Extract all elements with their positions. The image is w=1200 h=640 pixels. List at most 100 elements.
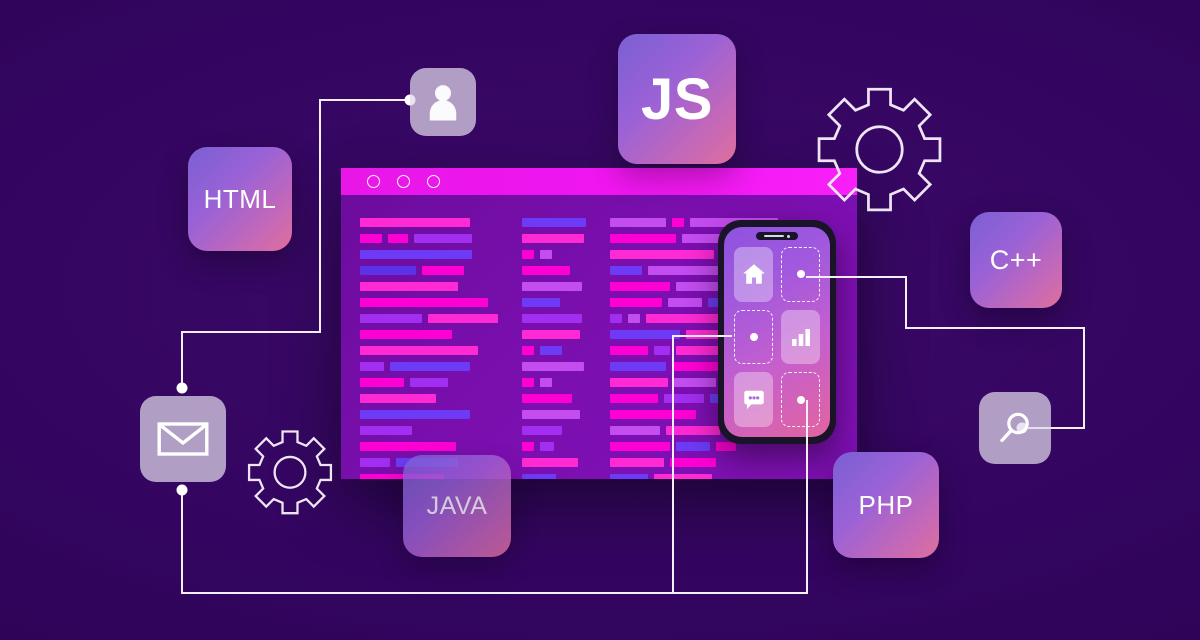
tile-php[interactable]: PHP (833, 452, 939, 558)
code-segment (360, 458, 390, 467)
code-segment (610, 298, 662, 307)
gear-icon (817, 87, 942, 212)
code-segment (540, 442, 554, 451)
code-segment (610, 218, 666, 227)
code-segment (610, 314, 622, 323)
app-icon-bar-chart[interactable] (781, 309, 820, 365)
code-line (360, 442, 498, 451)
code-segment (610, 346, 648, 355)
code-line (610, 474, 778, 479)
code-line (522, 362, 586, 371)
code-line (360, 298, 498, 307)
code-segment (428, 314, 498, 323)
code-segment (522, 458, 578, 467)
code-line (522, 330, 586, 339)
code-line (522, 442, 586, 451)
tile-java[interactable]: JAVA (403, 455, 511, 557)
code-segment (610, 442, 670, 451)
tile-html[interactable]: HTML (188, 147, 292, 251)
code-line (610, 282, 778, 291)
code-segment (522, 362, 584, 371)
phone-notch-icon (756, 232, 798, 240)
code-line (522, 314, 586, 323)
code-line (522, 266, 586, 275)
code-line (522, 234, 586, 243)
code-segment (360, 442, 456, 451)
gear-icon (247, 430, 333, 515)
code-segment (610, 330, 680, 339)
tile-user-avatar[interactable] (410, 68, 476, 136)
code-segment (668, 298, 702, 307)
gear-top-right (812, 84, 947, 219)
code-segment (360, 378, 404, 387)
window-dot-icon[interactable] (367, 175, 380, 188)
code-line (610, 458, 778, 467)
code-line (360, 410, 498, 419)
code-segment (666, 426, 720, 435)
app-slot-empty-2[interactable] (781, 247, 820, 302)
code-segment (676, 282, 736, 291)
code-line (522, 282, 586, 291)
code-segment (540, 250, 552, 259)
tile-js[interactable]: JS (618, 34, 736, 164)
code-line (522, 218, 586, 227)
app-icon-home[interactable] (734, 247, 773, 302)
code-line (522, 426, 586, 435)
code-line (522, 378, 586, 387)
code-segment (388, 234, 408, 243)
code-segment (360, 410, 470, 419)
tile-cpp-label: C++ (989, 244, 1043, 275)
phone-screen (724, 227, 830, 437)
tile-search[interactable] (979, 392, 1051, 464)
code-segment (676, 442, 710, 451)
envelope-icon (157, 422, 209, 456)
bar-chart-icon (791, 328, 810, 346)
code-segment (648, 266, 732, 275)
code-segment (646, 314, 732, 323)
code-segment (654, 346, 670, 355)
code-line (610, 266, 778, 275)
code-segment (522, 346, 534, 355)
code-segment (610, 250, 714, 259)
code-segment (522, 266, 570, 275)
code-segment (360, 362, 384, 371)
connector-node-icon (796, 395, 805, 404)
code-segment (716, 442, 736, 451)
code-segment (654, 474, 712, 479)
connector-node-icon (796, 270, 805, 279)
code-segment (610, 378, 668, 387)
code-segment (664, 394, 704, 403)
code-segment (672, 362, 724, 371)
code-segment (522, 218, 586, 227)
code-line (360, 314, 498, 323)
code-line (360, 282, 498, 291)
code-segment (628, 314, 640, 323)
code-line (610, 234, 778, 243)
tile-php-label: PHP (858, 489, 914, 520)
code-segment (522, 330, 580, 339)
code-line (360, 426, 498, 435)
app-icon-chat[interactable] (734, 372, 773, 427)
code-segment (522, 410, 580, 419)
app-slot-empty-3[interactable] (734, 309, 773, 365)
code-column (522, 218, 586, 479)
code-segment (610, 234, 676, 243)
code-segment (672, 218, 684, 227)
app-slot-empty-6[interactable] (781, 372, 820, 427)
code-segment (540, 346, 562, 355)
code-segment (522, 378, 534, 387)
tile-cpp[interactable]: C++ (970, 212, 1062, 308)
code-segment (522, 250, 534, 259)
tile-html-label: HTML (203, 183, 277, 214)
code-line (360, 250, 498, 259)
window-dot-icon[interactable] (427, 175, 440, 188)
window-dot-icon[interactable] (397, 175, 410, 188)
code-segment (360, 394, 436, 403)
code-line (522, 298, 586, 307)
tile-java-label: JAVA (426, 491, 488, 520)
tile-mail[interactable] (140, 396, 226, 482)
code-segment (360, 282, 458, 291)
chat-bubble-icon (743, 390, 764, 409)
code-line (610, 314, 778, 323)
code-segment (410, 378, 448, 387)
